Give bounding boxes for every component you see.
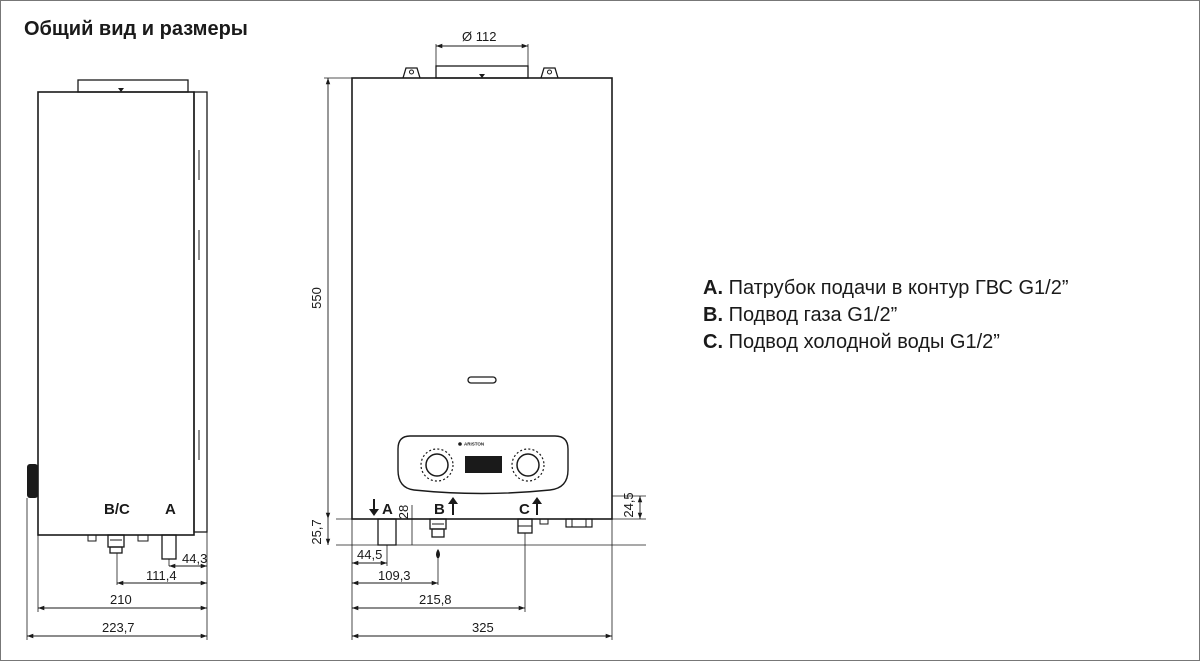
front-dim-28: 28 <box>396 505 411 519</box>
side-flue <box>77 79 189 93</box>
side-dim-223-7: 223,7 <box>102 620 135 635</box>
legend-item-b: B. Подвод газа G1/2” <box>703 302 1069 329</box>
front-dim-24-5: 24,5 <box>621 492 636 517</box>
drop-icon <box>436 549 440 559</box>
side-label-bc: B/C <box>104 501 130 518</box>
front-label-a: A <box>382 501 393 518</box>
side-dim-111-4: 111,4 <box>146 568 177 583</box>
legend-item-c: C. Подвод холодной воды G1/2” <box>703 329 1069 356</box>
legend-key: A. <box>703 277 723 299</box>
side-dim-210: 210 <box>110 592 132 607</box>
side-fitting-a <box>161 534 177 560</box>
front-body <box>351 77 613 520</box>
side-body <box>37 91 195 536</box>
left-knob <box>425 453 449 477</box>
mount-tab-left <box>402 67 421 79</box>
front-dim-325: 325 <box>472 620 494 635</box>
front-dim-215-8: 215,8 <box>419 592 452 607</box>
side-fitting-bc <box>107 534 125 548</box>
legend: A. Патрубок подачи в контур ГВС G1/2” B.… <box>703 275 1069 356</box>
side-view <box>26 79 208 640</box>
flame-window <box>467 376 497 384</box>
mount-tab-right <box>540 67 559 79</box>
front-dim-44-5: 44,5 <box>357 547 382 562</box>
legend-text: Подвод газа G1/2” <box>728 304 898 326</box>
front-dim-112: Ø 112 <box>462 29 496 44</box>
right-knob-ring <box>511 448 545 482</box>
brand-name: ARISTON <box>464 442 484 447</box>
display-screen <box>465 456 502 473</box>
front-view <box>324 43 646 640</box>
right-knob <box>516 453 540 477</box>
front-fitting-a <box>377 518 397 546</box>
page-title: Общий вид и размеры <box>24 18 248 40</box>
legend-text: Патрубок подачи в контур ГВС G1/2” <box>728 277 1069 299</box>
left-knob-ring <box>420 448 454 482</box>
side-back-plate <box>193 91 208 533</box>
legend-text: Подвод холодной воды G1/2” <box>728 331 1000 353</box>
brand-logo-icon <box>458 442 462 446</box>
side-dim-44-3: 44,3 <box>182 551 207 566</box>
side-knob <box>27 464 38 498</box>
side-label-a: A <box>165 501 176 518</box>
front-label-b: B <box>434 501 445 518</box>
legend-key: B. <box>703 304 723 326</box>
control-panel <box>397 435 569 495</box>
front-label-c: C <box>519 501 530 518</box>
front-dim-550: 550 <box>309 287 324 309</box>
front-dim-109-3: 109,3 <box>378 568 411 583</box>
legend-key: C. <box>703 331 723 353</box>
legend-item-a: A. Патрубок подачи в контур ГВС G1/2” <box>703 275 1069 302</box>
front-dim-25-7: 25,7 <box>309 519 324 544</box>
